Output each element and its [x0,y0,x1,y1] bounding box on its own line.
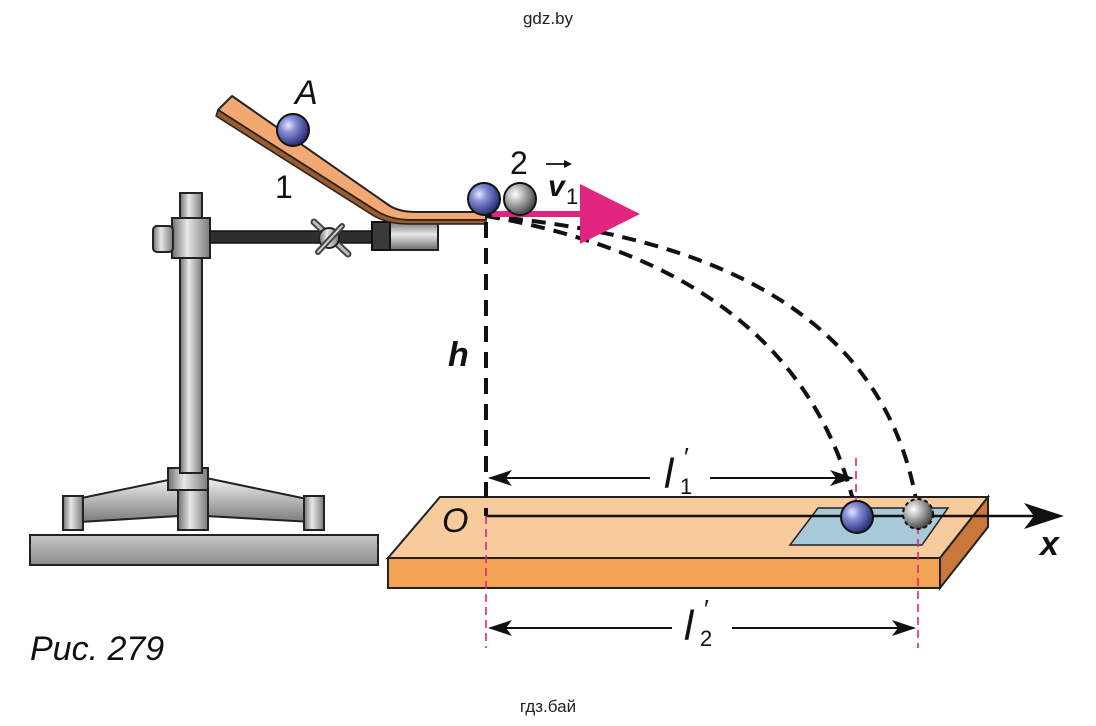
stand-clamp-block [171,217,211,259]
velocity-subscript: 1 [566,184,578,209]
distance-2-symbol: l [684,602,695,649]
distance-1-subscript: 1 [680,474,692,499]
distance-2-prime: ′ [704,594,709,624]
label-point-A: A [293,74,318,112]
stand-foot-left [62,495,84,531]
ball-A-blue [276,113,310,147]
board-front [387,557,941,589]
watermark-top: gdz.by [523,9,574,28]
label-distance-1: l ′ 1 [664,442,692,499]
distance-1-prime: ′ [684,442,689,472]
board-side [939,494,989,591]
x-axis [486,503,1064,529]
ball-1-blue-launch [467,182,501,216]
stand-clamp-screw [152,225,174,253]
ball-1-blue-landed [840,500,874,534]
board [385,494,991,591]
stand-base-plate [29,534,379,566]
trajectory-ball-1 [485,214,858,513]
ramp [215,95,487,225]
label-distance-2: l ′ 2 [684,594,712,651]
distance-2-subscript: 2 [700,626,712,651]
label-origin: O [442,502,468,540]
watermark-bottom: гдз.бай [520,697,576,716]
stand-leg-left [70,476,179,524]
stand-foot-right [303,495,325,531]
figure-caption: Рис. 279 [30,630,164,668]
label-axis-x: x [1038,525,1061,563]
stand-arm [209,230,379,244]
arm-end-clamp-cap [371,221,391,251]
lab-stand [29,192,439,566]
label-ball-2: 2 [510,145,528,181]
label-height: h [448,336,469,374]
velocity-symbol: v [548,170,567,203]
stand-rod [179,192,203,474]
guide-lines [485,458,919,648]
ball-2-grey-landed [902,498,934,530]
wing-nut-icon [310,218,352,258]
stand-leg-right [205,476,313,524]
label-ball-1: 1 [275,169,293,205]
ball-2-grey-launch [503,182,537,216]
label-velocity: v 1 [546,160,578,209]
distance-1-symbol: l [664,450,675,497]
x-axis-arrowhead-icon [1024,503,1064,529]
